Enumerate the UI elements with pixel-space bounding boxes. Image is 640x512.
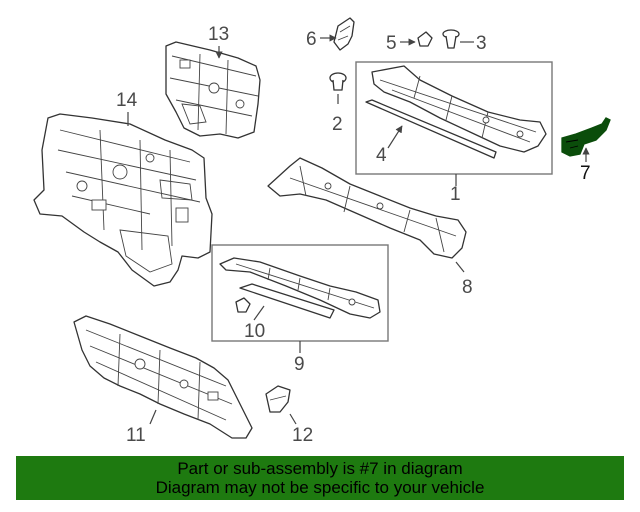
callout-3: 3	[476, 33, 487, 54]
part-9-cross-member[interactable]	[219, 257, 381, 319]
banner-line-1: Part or sub-assembly is #7 in diagram	[177, 459, 463, 478]
leader-4	[387, 125, 403, 149]
callout-13: 13	[208, 24, 229, 45]
part-10-clip[interactable]	[235, 297, 251, 313]
leader-10	[253, 305, 265, 321]
part-7-bracket-highlighted[interactable]	[561, 117, 611, 157]
info-banner: Part or sub-assembly is #7 in diagram Di…	[16, 456, 624, 500]
banner-line-2: Diagram may not be specific to your vehi…	[155, 478, 485, 497]
callout-1: 1	[450, 184, 461, 205]
part-12-bracket[interactable]	[265, 385, 291, 413]
part-3-fastener[interactable]	[442, 29, 460, 49]
part-13-insulator[interactable]	[165, 41, 261, 139]
callout-14: 14	[116, 90, 138, 111]
callout-7: 7	[580, 163, 591, 184]
callout-9: 9	[294, 354, 305, 375]
callout-2: 2	[332, 114, 343, 135]
part-14-dash-panel[interactable]	[33, 113, 213, 287]
assembly-1-box	[355, 61, 553, 175]
callout-11: 11	[126, 425, 146, 446]
callout-6: 6	[306, 29, 317, 50]
part-5-clip[interactable]	[417, 31, 433, 47]
part-6-bracket[interactable]	[333, 17, 355, 51]
callout-8: 8	[462, 277, 473, 298]
part-10-reinforcement[interactable]	[239, 283, 335, 319]
callout-10: 10	[244, 321, 265, 342]
part-2-grommet[interactable]	[329, 72, 347, 91]
leader-8	[455, 261, 465, 273]
leader-11	[149, 409, 157, 425]
part-11-dash-lower[interactable]	[73, 315, 253, 439]
callout-12: 12	[292, 425, 313, 446]
part-1-cowl-top[interactable]	[371, 65, 547, 153]
callout-5: 5	[386, 33, 397, 54]
part-4-seal[interactable]	[365, 99, 497, 159]
callout-4: 4	[376, 145, 387, 166]
leader-12	[289, 413, 297, 425]
part-8-dash-upper[interactable]	[267, 157, 467, 259]
parts-diagram: 14 13 6 5 3 2	[33, 17, 611, 446]
